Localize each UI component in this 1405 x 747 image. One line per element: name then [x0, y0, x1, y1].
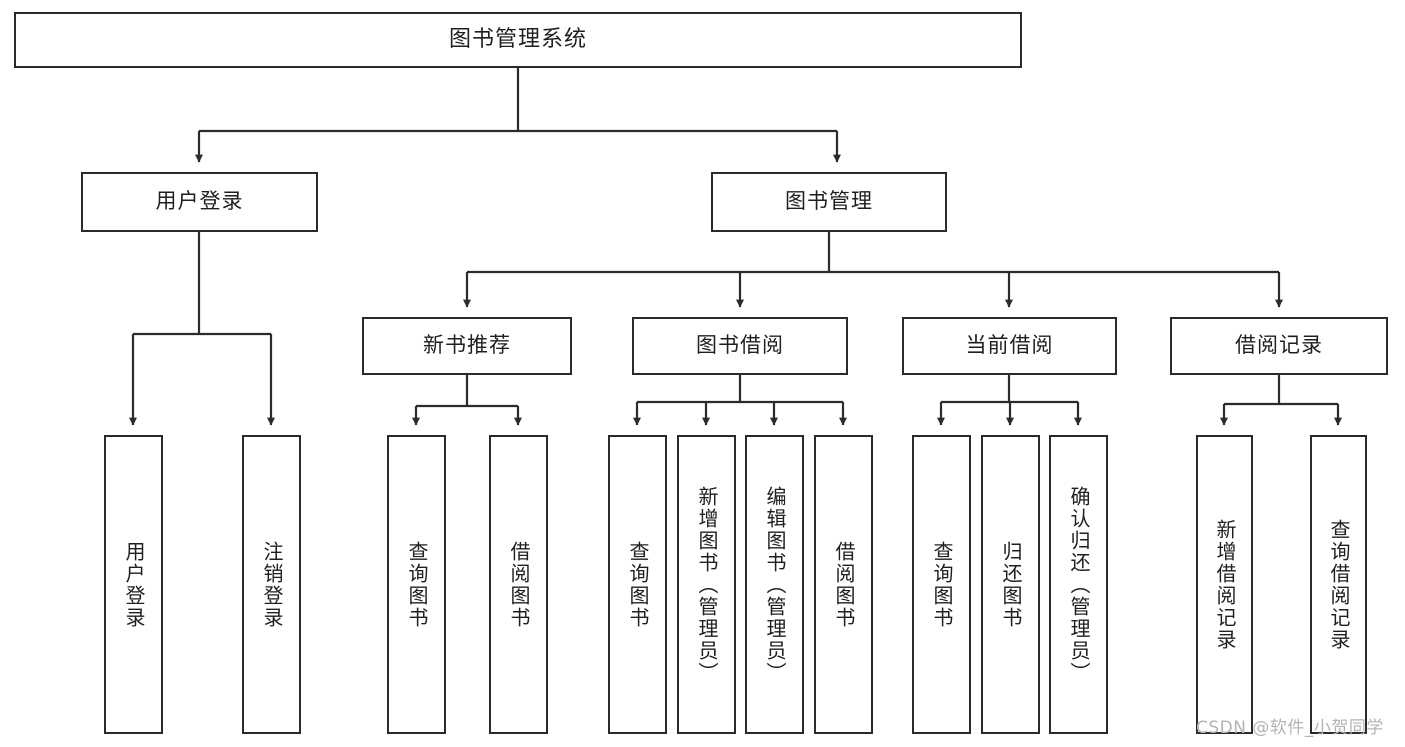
node-label: 新增图书（管理员） [695, 485, 719, 684]
leaf-borrow-record-add-record[interactable]: 新增借阅记录 [1196, 435, 1253, 734]
leaf-current-borrow-confirm-return-admin[interactable]: 确认归还（管理员） [1049, 435, 1108, 734]
leaf-user-login-logout[interactable]: 注销登录 [242, 435, 301, 734]
leaf-user-login-login[interactable]: 用户登录 [104, 435, 163, 734]
node-label: 图书管理系统 [448, 26, 587, 52]
node-label: 注销登录 [260, 540, 284, 629]
leaf-book-borrow-query-book[interactable]: 查询图书 [608, 435, 667, 734]
node-current-borrow[interactable]: 当前借阅 [902, 317, 1117, 375]
node-book-management[interactable]: 图书管理 [711, 172, 947, 232]
node-label: 归还图书 [999, 540, 1023, 629]
leaf-book-borrow-edit-book-admin[interactable]: 编辑图书（管理员） [745, 435, 804, 734]
node-label: 新增借阅记录 [1213, 518, 1237, 651]
csdn-watermark: CSDN @软件_小贺同学 [1196, 718, 1384, 738]
node-label: 查询图书 [405, 540, 429, 629]
node-book-borrow[interactable]: 图书借阅 [632, 317, 848, 375]
node-label: 当前借阅 [965, 333, 1054, 358]
node-new-book-recommend[interactable]: 新书推荐 [362, 317, 572, 375]
node-label: 图书管理 [785, 189, 873, 214]
node-label: 用户登录 [122, 540, 146, 629]
node-label: 新书推荐 [423, 333, 511, 358]
leaf-new-book-query-book[interactable]: 查询图书 [387, 435, 446, 734]
node-label: 用户登录 [155, 189, 244, 214]
leaf-book-borrow-add-book-admin[interactable]: 新增图书（管理员） [677, 435, 736, 734]
leaf-book-borrow-borrow-book[interactable]: 借阅图书 [814, 435, 873, 734]
node-label: 借阅图书 [507, 540, 531, 629]
node-label: 借阅记录 [1235, 333, 1323, 358]
node-label: 确认归还（管理员） [1067, 485, 1091, 684]
leaf-borrow-record-query-record[interactable]: 查询借阅记录 [1310, 435, 1367, 734]
node-label: 查询图书 [626, 540, 650, 629]
node-label: 图书借阅 [696, 333, 784, 358]
leaf-current-borrow-return-book[interactable]: 归还图书 [981, 435, 1040, 734]
node-label: 借阅图书 [832, 540, 856, 629]
node-borrow-record[interactable]: 借阅记录 [1170, 317, 1388, 375]
node-label: 查询借阅记录 [1327, 518, 1351, 651]
node-label: 查询图书 [930, 540, 954, 629]
node-label: 编辑图书（管理员） [763, 485, 787, 684]
leaf-current-borrow-query-book[interactable]: 查询图书 [912, 435, 971, 734]
node-root-book-management-system[interactable]: 图书管理系统 [14, 12, 1022, 68]
node-user-login[interactable]: 用户登录 [81, 172, 318, 232]
leaf-new-book-borrow-book[interactable]: 借阅图书 [489, 435, 548, 734]
